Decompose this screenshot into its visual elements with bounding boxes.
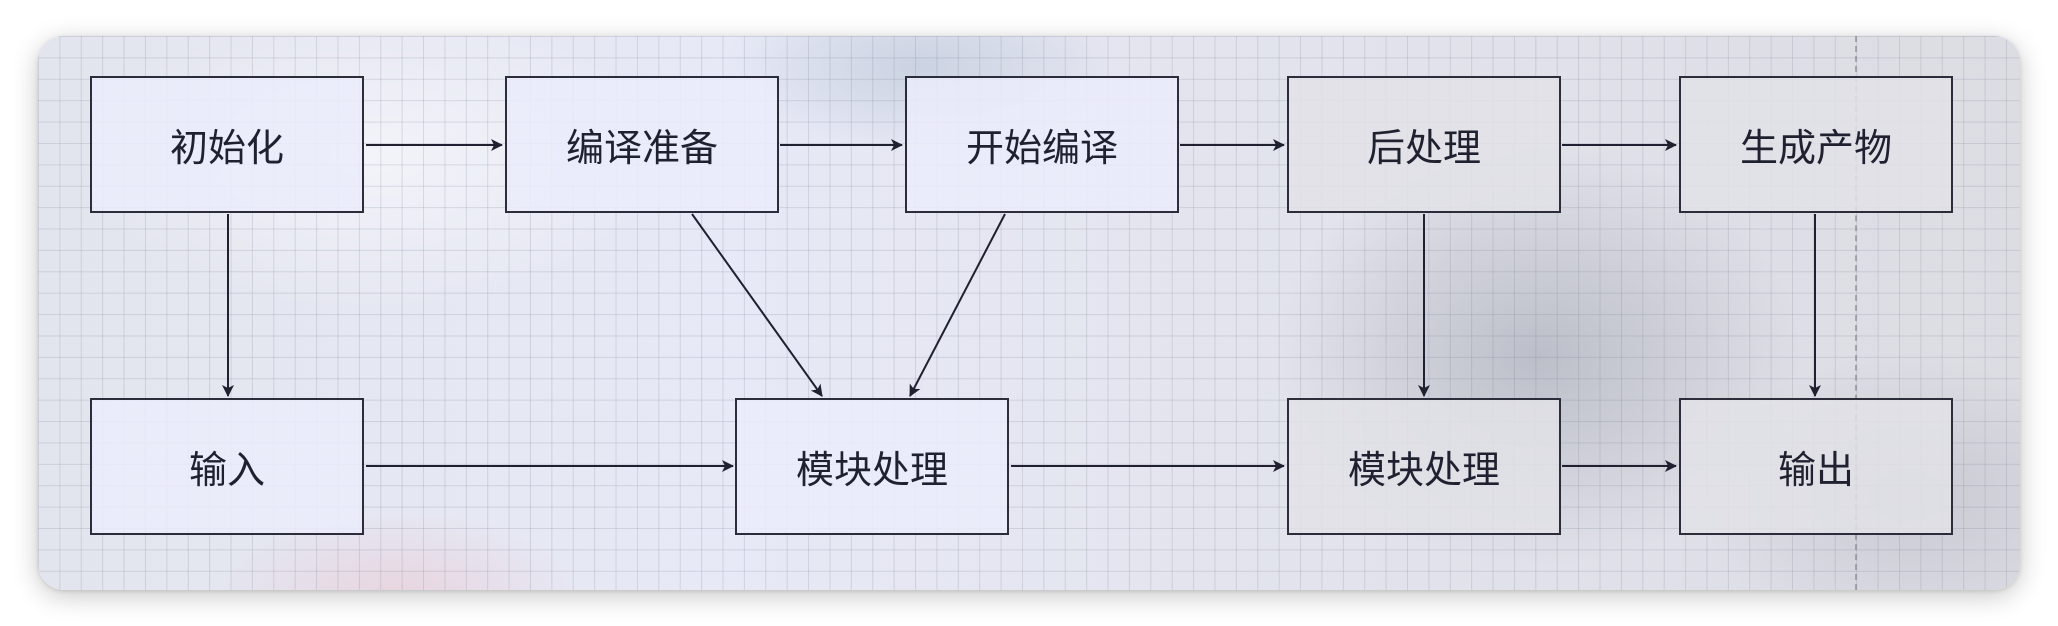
node-module1: 模块处理 [735,398,1009,535]
node-input: 输入 [90,398,364,535]
node-produce-label: 生成产物 [1739,126,1892,170]
node-input-label: 输入 [188,448,265,492]
edge-prepare-module1 [691,213,823,397]
node-compile-label: 开始编译 [965,126,1118,170]
node-post: 后处理 [1287,76,1561,213]
edge-compile-module1 [909,213,1006,397]
node-prepare-label: 编译准备 [565,126,718,170]
node-prepare: 编译准备 [505,76,779,213]
node-init: 初始化 [90,76,364,213]
node-compile: 开始编译 [905,76,1179,213]
node-output: 输出 [1679,398,1953,535]
node-module1-label: 模块处理 [795,448,948,492]
dashed-guide-line [1855,36,1857,590]
node-post-label: 后处理 [1366,126,1481,170]
node-produce: 生成产物 [1679,76,1953,213]
node-output-label: 输出 [1777,448,1854,492]
node-module2: 模块处理 [1287,398,1561,535]
node-module2-label: 模块处理 [1347,448,1500,492]
node-init-label: 初始化 [169,126,284,170]
